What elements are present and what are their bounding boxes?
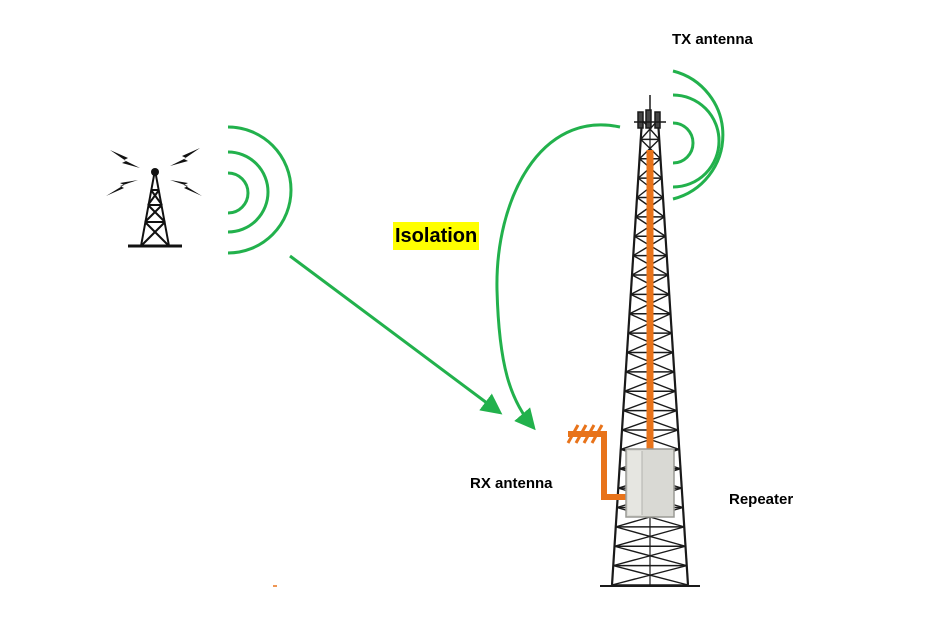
- repeater-label: Repeater: [729, 491, 794, 508]
- source-tower-icon: [106, 148, 202, 248]
- isolation-arrow: [495, 123, 621, 431]
- radio-waves-icon: [227, 125, 293, 255]
- isolation-label: Isolation: [393, 222, 480, 250]
- repeater-box-icon: [625, 448, 675, 518]
- yagi-antenna-icon: [566, 424, 628, 500]
- rx-antenna-label: RX antenna: [470, 475, 553, 492]
- lightning-bolt-icon: [106, 148, 202, 196]
- tx-antenna-label: TX antenna: [672, 31, 753, 48]
- signal-path-arrow: [289, 254, 503, 415]
- tx-radio-waves-icon: [672, 69, 725, 201]
